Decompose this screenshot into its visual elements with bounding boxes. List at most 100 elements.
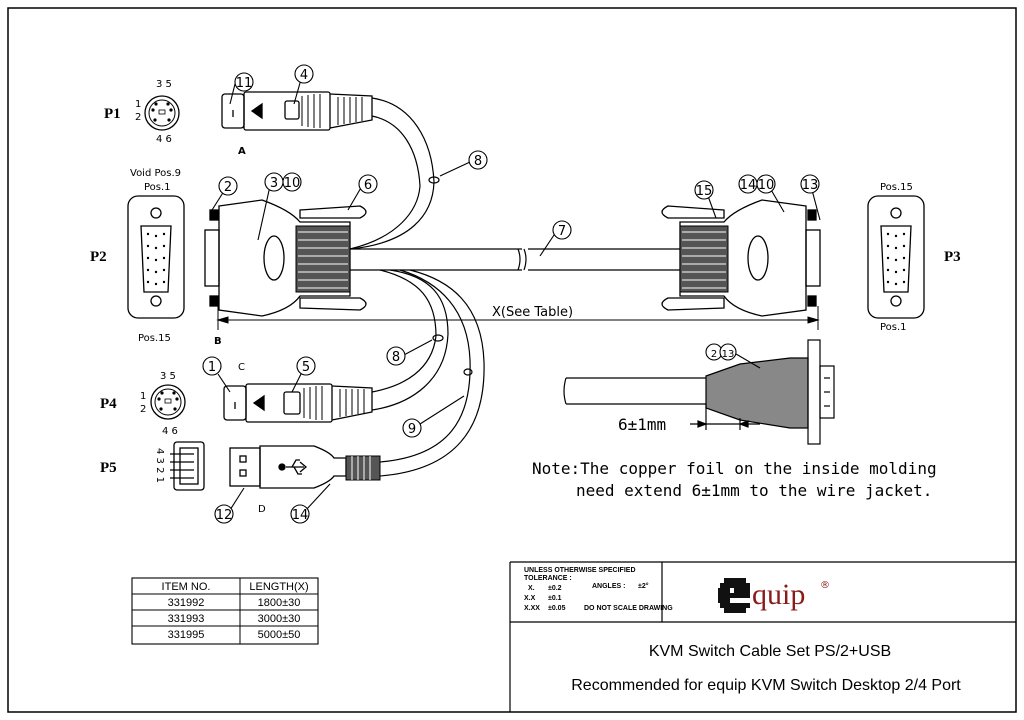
p4-label: P4 xyxy=(100,396,117,412)
callout-12-number: 12 xyxy=(216,508,233,523)
callout-8a xyxy=(439,150,488,177)
p2-pos15-label: Pos.15 xyxy=(138,333,171,344)
p3-pos1-label: Pos.1 xyxy=(880,322,907,333)
tolerance-line-2: TOLERANCE : xyxy=(524,575,572,582)
callout-13a-number: 13 xyxy=(802,178,819,193)
labels: P1 P2 P3 P4 P5 3 5 1 2 4 6 3 5 1 2 4 6 4… xyxy=(90,79,961,515)
table-header-item: ITEM NO. xyxy=(162,581,211,593)
marker-c: C xyxy=(238,362,245,373)
callout-3-number: 3 xyxy=(270,176,278,191)
tolerance-x: X. xyxy=(528,585,535,592)
p5-strain-relief xyxy=(345,455,381,481)
void-pos9-label: Void Pos.9 xyxy=(130,168,181,179)
callout-7-number: 7 xyxy=(558,224,566,239)
callout-10b-number: 10 xyxy=(758,178,775,193)
p3-pos15-label: Pos.15 xyxy=(880,182,913,193)
foil-detail xyxy=(563,339,835,445)
callout-10b xyxy=(756,174,785,213)
callout-1 xyxy=(202,356,231,393)
p5-label: P5 xyxy=(100,460,117,476)
tolerance-angles: ANGLES : xyxy=(592,583,625,590)
tolerance-xxx-value: ±0.05 xyxy=(548,605,566,612)
p4-ps2-face xyxy=(150,384,186,420)
callout-14b-number: 14 xyxy=(292,508,309,523)
tolerance-angles-value: ±2° xyxy=(638,582,649,590)
equip-logo-mark xyxy=(718,578,750,613)
p4-pins-top: 3 5 xyxy=(160,371,176,382)
p1-strain-relief xyxy=(301,94,363,128)
callout-8b xyxy=(386,339,433,366)
callout-7 xyxy=(539,220,572,257)
table-row-1-length: 1800±30 xyxy=(258,597,301,609)
drawing-subtitle: Recommended for equip KVM Switch Desktop… xyxy=(571,677,961,694)
p4-pin-2: 2 xyxy=(140,404,146,415)
tolerance-xx: X.X xyxy=(524,595,536,602)
tolerance-line-1: UNLESS OTHERWISE SPECIFIED xyxy=(524,567,636,574)
callout-2-number: 2 xyxy=(224,180,232,195)
callout-10a-number: 10 xyxy=(284,176,301,191)
callout-11-number: 11 xyxy=(236,76,253,91)
cable-bundle xyxy=(349,97,682,477)
p4-ps2-plug xyxy=(223,383,373,423)
callout-9-number: 9 xyxy=(408,422,416,437)
length-table: ITEM NO. LENGTH(X) 331992 1800±30 331993… xyxy=(131,577,319,645)
p3-strain-relief xyxy=(679,225,729,293)
table-row-2-length: 3000±30 xyxy=(258,613,301,625)
p1-ps2-plug xyxy=(221,91,373,131)
drawing-title: KVM Switch Cable Set PS/2+USB xyxy=(649,643,891,660)
equip-logo-reg: ® xyxy=(820,580,830,591)
length-dimension-label: X(See Table) xyxy=(492,305,573,320)
p2-pos1-label: Pos.1 xyxy=(144,182,171,193)
p2-db15-face xyxy=(127,195,185,319)
length-dimension xyxy=(216,306,820,330)
p1-pins-top: 3 5 xyxy=(156,79,172,90)
table-row-3-item: 331995 xyxy=(168,629,205,641)
callout-15 xyxy=(694,180,717,219)
p4-pins-bottom: 4 6 xyxy=(162,426,178,437)
foil-dimension-label: 6±1mm xyxy=(618,415,666,434)
no-scale-note: DO NOT SCALE DRAWING xyxy=(584,605,673,612)
p2-vga-connector xyxy=(204,199,367,317)
title-block: UNLESS OTHERWISE SPECIFIED TOLERANCE : X… xyxy=(509,561,1016,712)
callout-9 xyxy=(402,395,465,438)
equip-logo: quip ® xyxy=(718,578,830,613)
callout-14b xyxy=(290,483,331,524)
callout-15-number: 15 xyxy=(696,184,713,199)
callout-8a-number: 8 xyxy=(474,154,482,169)
table-row-3-length: 5000±50 xyxy=(258,629,301,641)
callout-4 xyxy=(293,64,314,105)
callout-11 xyxy=(229,72,254,105)
callout-2b-number: 2 xyxy=(711,349,717,360)
table-row-1-item: 331992 xyxy=(168,597,205,609)
callout-13b-number: 13 xyxy=(722,349,735,360)
p5-usb-face xyxy=(170,441,205,491)
marker-b: B xyxy=(214,336,222,347)
p1-pin-1: 1 xyxy=(135,99,141,110)
p1-pin-2: 2 xyxy=(135,112,141,123)
callout-5-number: 5 xyxy=(302,360,310,375)
callout-6 xyxy=(347,174,378,211)
p5-usb-plug xyxy=(229,445,347,489)
p1-ps2-face xyxy=(144,95,180,131)
p2-label: P2 xyxy=(90,249,107,265)
p3-vga-connector xyxy=(661,199,821,317)
callouts xyxy=(202,64,821,524)
table-header-length: LENGTH(X) xyxy=(249,581,308,593)
equip-logo-text: quip xyxy=(752,578,805,611)
marker-d: D xyxy=(258,504,266,515)
p2-strain-relief xyxy=(295,225,351,293)
usb-pin-numbers: 4 3 2 1 xyxy=(154,448,165,483)
p4-pin-1: 1 xyxy=(140,391,146,402)
p1-pins-bottom: 4 6 xyxy=(156,134,172,145)
p1-label: P1 xyxy=(104,106,121,122)
tolerance-xxx: X.XX xyxy=(524,605,540,612)
tolerance-x-value: ±0.2 xyxy=(548,585,562,592)
p4-strain-relief xyxy=(303,386,365,420)
callout-6-number: 6 xyxy=(364,178,372,193)
callout-12 xyxy=(214,487,245,524)
callout-8b-number: 8 xyxy=(392,350,400,365)
p3-label: P3 xyxy=(944,249,961,265)
note-line-2: need extend 6±1mm to the wire jacket. xyxy=(576,481,932,500)
callout-4-number: 4 xyxy=(300,68,308,83)
